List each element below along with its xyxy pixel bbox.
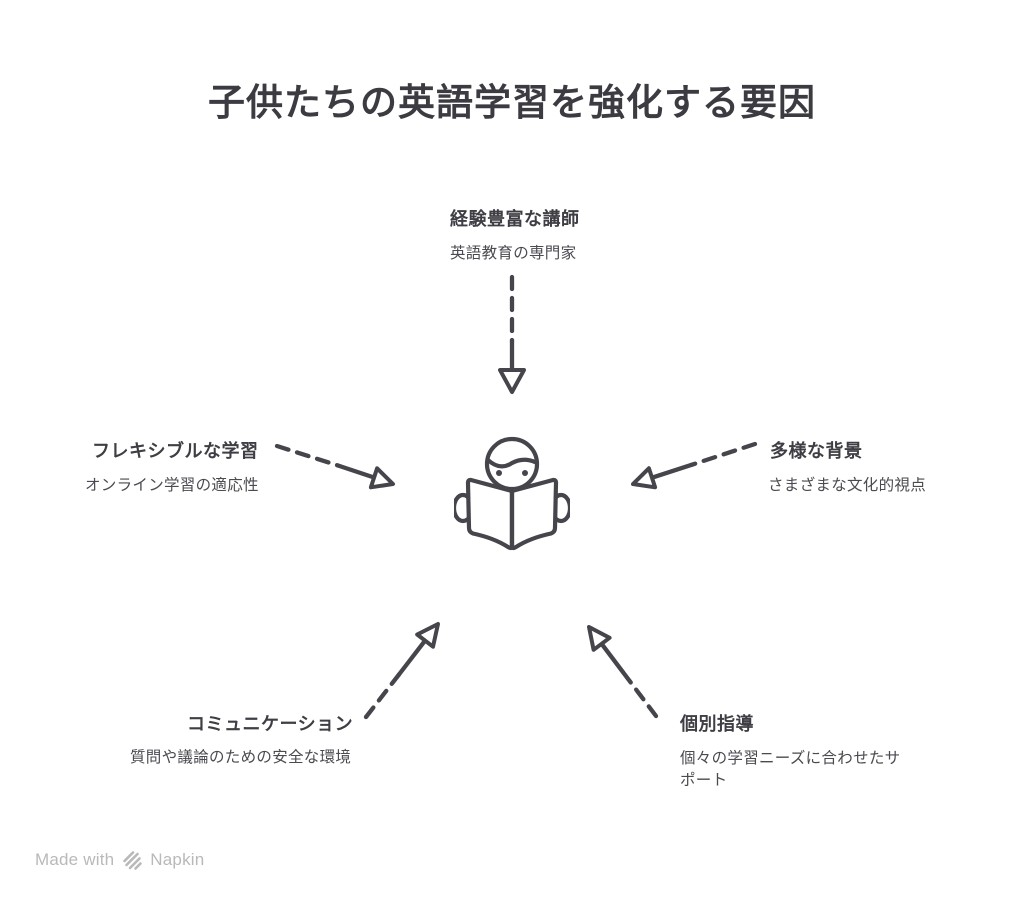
napkin-logo-icon [123, 851, 143, 870]
arrow-bottom-left-factor [363, 622, 440, 720]
factor-left-description: オンライン学習の適応性 [85, 477, 259, 494]
factor-right-label: 多様な背景 [770, 441, 863, 461]
napkin-brand-text: Napkin [150, 850, 205, 869]
factor-left-label: フレキシブルな学習 [92, 441, 259, 461]
factor-bottom-left-description: 質問や議論のための安全な環境 [130, 749, 352, 766]
made-with-napkin-footer: Made with Napkin [35, 849, 204, 871]
factor-bottom-left-label: コミュニケーション [187, 714, 354, 734]
factor-right-description: さまざまな文化的視点 [768, 477, 927, 494]
factor-bottom-right-label: 個別指導 [680, 714, 754, 734]
factor-top-description: 英語教育の専門家 [450, 245, 577, 262]
factor-bottom-right-description: 個々の学習ニーズに合わせたサポート [680, 750, 901, 789]
arrow-bottom-right-factor [587, 625, 659, 719]
page-title: 子供たちの英語学習を強化する要因 [208, 82, 816, 123]
arrow-right-factor [631, 441, 758, 490]
arrow-left-factor [274, 443, 395, 490]
person-reading-book-icon [454, 436, 570, 551]
factor-top-label: 経験豊富な講師 [450, 209, 580, 229]
made-with-text: Made with [35, 850, 115, 869]
arrow-top-factor [498, 274, 526, 394]
